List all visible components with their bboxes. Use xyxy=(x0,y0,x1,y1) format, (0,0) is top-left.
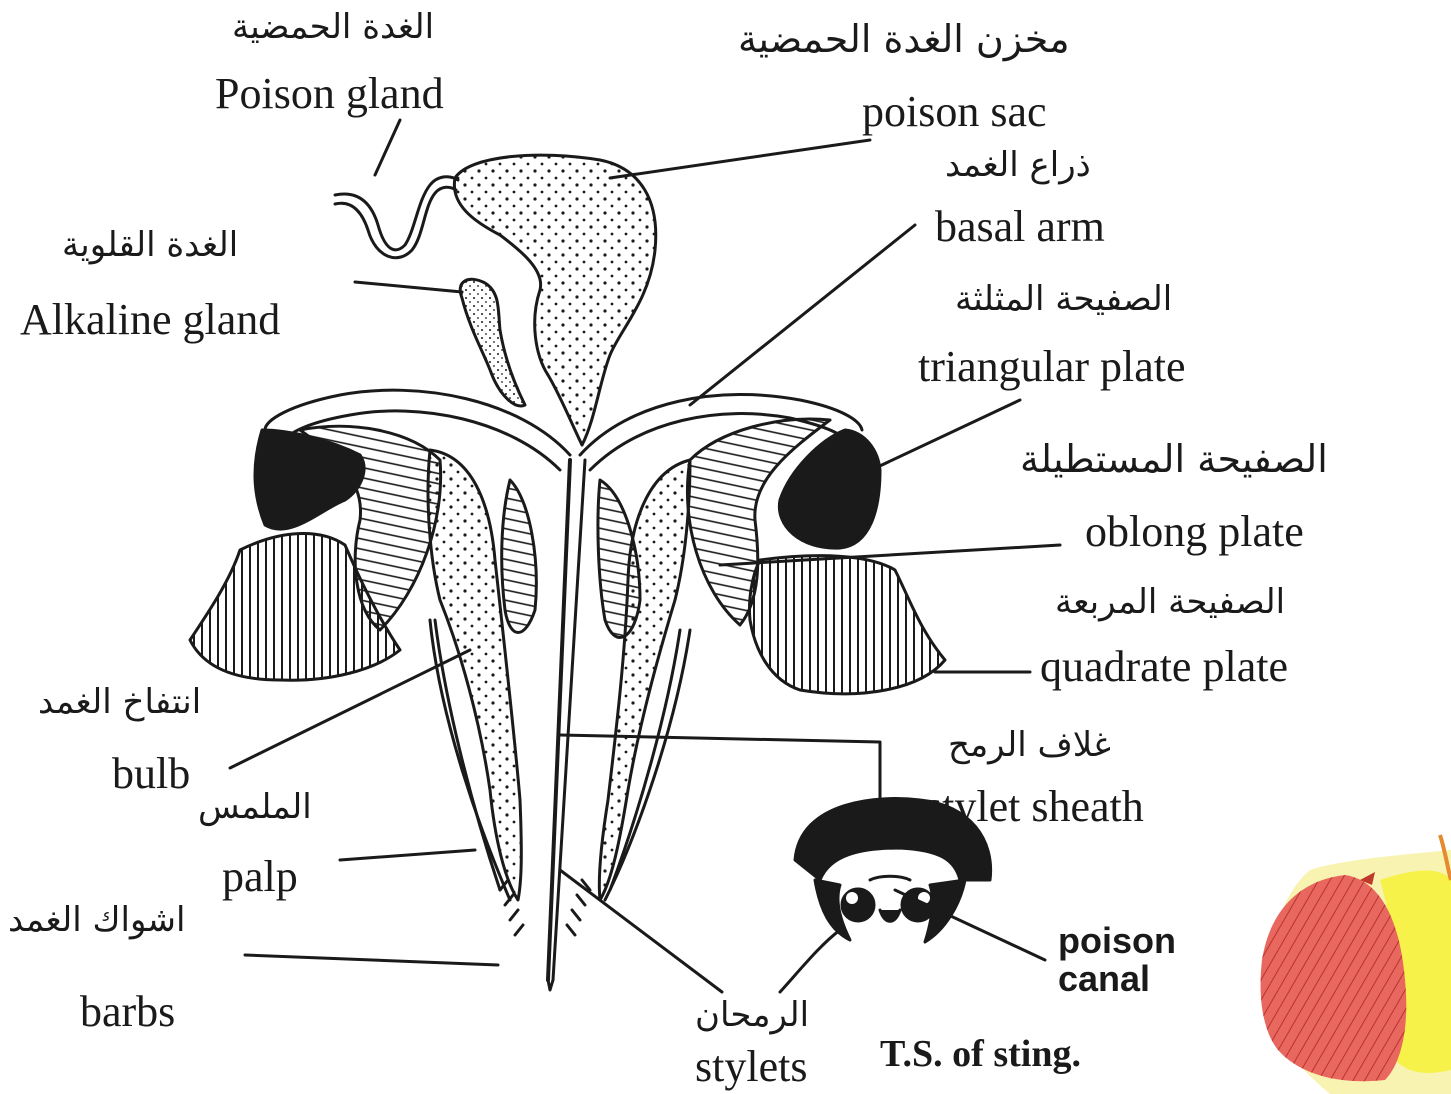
stylet-sheath-arabic-label: غلاف الرمح xyxy=(948,728,1111,762)
poison-sac-label: poison sac xyxy=(862,90,1047,134)
poison-canal-label: poison canal xyxy=(1058,922,1176,998)
bulb-arabic-label: انتفاخ الغمد xyxy=(38,685,201,719)
leader-poison-gland xyxy=(375,120,400,175)
basal-arm-label: basal arm xyxy=(935,205,1105,249)
bulb-label: bulb xyxy=(112,752,190,796)
stylets-arabic-label: الرمحان xyxy=(695,998,809,1032)
leader-alkaline-gland xyxy=(355,282,462,292)
alkaline-gland-arabic-label: الغدة القلوية xyxy=(62,228,238,262)
poison-gland-label: Poison gland xyxy=(215,72,444,116)
basal-arm-arabic-label: ذراع الغمد xyxy=(945,148,1091,182)
alkaline-gland xyxy=(460,279,525,406)
leader-basal-arm xyxy=(690,225,915,405)
triangular-plate-arabic-label: الصفيحة المثلثة xyxy=(955,282,1172,316)
colored-inset-figure xyxy=(1245,835,1451,1094)
quadrate-plate-right xyxy=(749,556,945,694)
leader-barbs xyxy=(245,955,498,965)
leader-oblong-plate xyxy=(720,545,1060,565)
quadrate-plate-label: quadrate plate xyxy=(1040,645,1288,689)
barbs-arabic-label: اشواك الغمد xyxy=(8,903,186,937)
barbs-label: barbs xyxy=(80,990,175,1034)
leader-triangular-plate xyxy=(850,400,1020,480)
oblong-plate-arabic-label: الصفيحة المستطيلة xyxy=(1020,440,1328,478)
quadrate-plate-arabic-label: الصفيحة المربعة xyxy=(1055,585,1285,619)
leader-poison-canal xyxy=(895,890,1045,960)
triangular-plate-label: triangular plate xyxy=(918,345,1186,389)
leader-poison-sac xyxy=(610,140,870,178)
ts-of-sting-caption: T.S. of sting. xyxy=(880,1035,1081,1073)
poison-gland-arabic-label: الغدة الحمضية xyxy=(232,10,434,44)
stylet-sheath-label: stylet sheath xyxy=(925,785,1144,829)
bulb-left xyxy=(502,480,537,633)
leader-stylets xyxy=(560,870,722,992)
oblong-plate-label: oblong plate xyxy=(1085,510,1304,554)
alkaline-gland-label: Alkaline gland xyxy=(20,298,280,342)
leader-palp xyxy=(340,850,475,860)
poison-sac-arabic-label: مخزن الغدة الحمضية xyxy=(738,20,1070,58)
stylets-label: stylets xyxy=(695,1045,807,1089)
palp-arabic-label: الملمس xyxy=(198,790,312,824)
palp-label: palp xyxy=(222,855,298,899)
